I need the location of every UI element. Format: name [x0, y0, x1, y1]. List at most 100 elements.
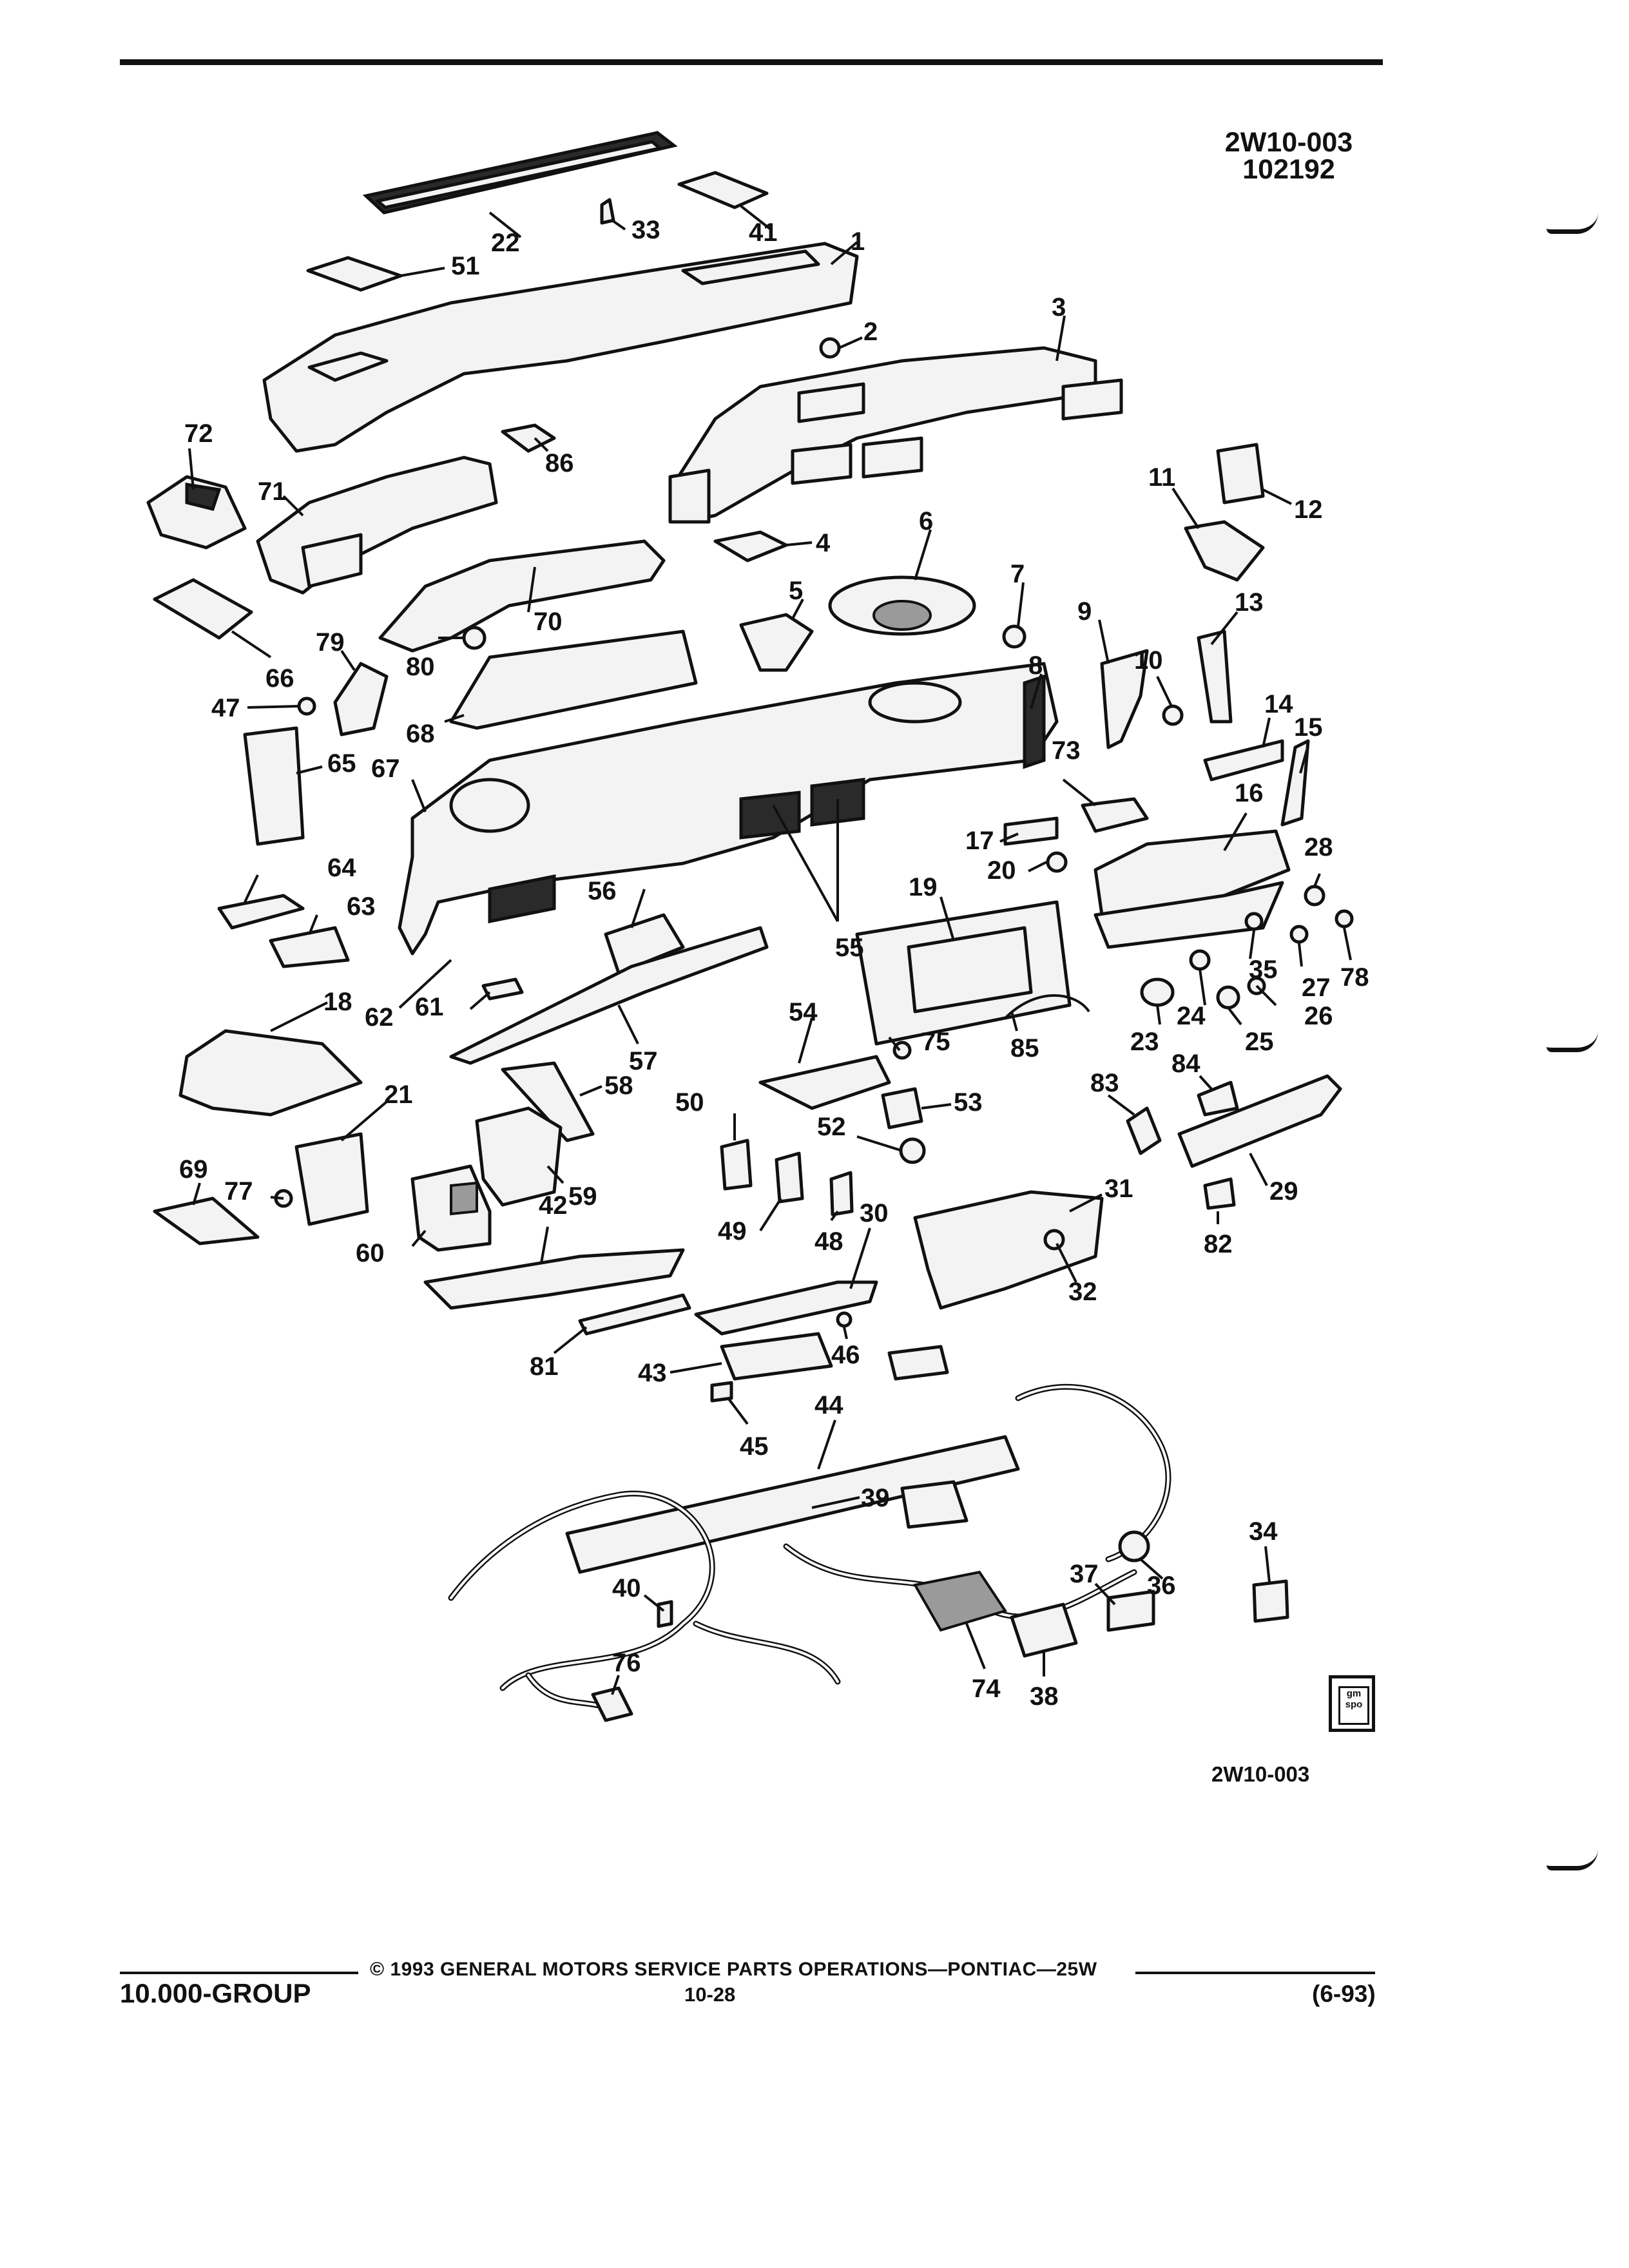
part-bumper-28	[1304, 885, 1325, 907]
callout-18: 18	[323, 988, 352, 1016]
callout-85: 85	[1010, 1034, 1039, 1062]
callout-68: 68	[406, 720, 435, 748]
callout-24: 24	[1177, 1002, 1206, 1030]
part-clip-40	[657, 1600, 673, 1628]
callout-59: 59	[568, 1182, 597, 1211]
leader-lines	[188, 205, 1352, 1695]
part-nut-27	[1289, 925, 1309, 944]
figure-code-block: 2W10-003 102192	[1199, 129, 1379, 185]
callout-26: 26	[1304, 1002, 1333, 1030]
callout-43: 43	[638, 1359, 667, 1387]
callout-57: 57	[629, 1047, 658, 1075]
callout-50: 50	[675, 1088, 704, 1117]
callout-82: 82	[1204, 1230, 1233, 1258]
part-bracket-65	[243, 726, 305, 846]
callout-58: 58	[604, 1072, 633, 1100]
part-switch-4	[713, 530, 788, 562]
callout-48: 48	[815, 1227, 843, 1256]
part-knob-23	[1140, 977, 1175, 1007]
callout-38: 38	[1030, 1682, 1059, 1711]
part-speaker-6	[828, 575, 976, 636]
footer-date: (6-93)	[1312, 1981, 1376, 2007]
part-tray-30	[694, 1280, 878, 1336]
part-bracket-66	[153, 578, 253, 640]
part-bracket-64	[217, 894, 305, 930]
callout-77: 77	[224, 1177, 253, 1206]
callout-3: 3	[1052, 293, 1066, 322]
callout-80: 80	[406, 653, 435, 681]
callout-39: 39	[861, 1484, 890, 1512]
callout-5: 5	[789, 577, 803, 605]
callout-52: 52	[817, 1113, 846, 1141]
part-module-38	[1010, 1602, 1078, 1658]
callout-29: 29	[1269, 1177, 1298, 1206]
callout-72: 72	[184, 419, 213, 448]
part-bulb-47	[297, 697, 316, 716]
callout-31: 31	[1104, 1175, 1133, 1203]
part-vent-72	[146, 475, 247, 550]
callout-81: 81	[530, 1352, 559, 1381]
part-bracket-9	[1100, 649, 1149, 749]
part-connector-37	[1106, 1590, 1155, 1632]
part-clip-33	[600, 198, 615, 225]
part-radio-bezel-19	[855, 900, 1072, 1046]
part-vent-72-top	[185, 483, 222, 511]
part-socket-49	[775, 1151, 804, 1204]
part-tray-42	[423, 1248, 685, 1310]
part-bracket-14	[1203, 739, 1284, 782]
part-speaker-cover-right	[677, 171, 769, 209]
part-rail-81	[578, 1293, 691, 1336]
part-screw-80	[462, 626, 487, 650]
gm-spo-logo: gm spo	[1329, 1675, 1375, 1732]
footer-group: 10.000-GROUP	[120, 1978, 311, 2008]
part-screw-35	[1244, 912, 1264, 931]
callout-4: 4	[816, 529, 831, 557]
part-clip-24	[1189, 949, 1211, 971]
callout-78: 78	[1340, 963, 1369, 992]
callout-33: 33	[631, 216, 660, 244]
part-module-43	[720, 1332, 833, 1381]
callout-7: 7	[1010, 560, 1025, 588]
part-bracket-18	[178, 1029, 363, 1117]
part-screw-20	[1046, 851, 1068, 873]
callout-45: 45	[740, 1432, 769, 1461]
callout-11: 11	[1148, 463, 1175, 492]
footer-rule-left	[120, 1972, 358, 1974]
callout-1: 1	[851, 227, 865, 256]
part-cluster-68	[449, 629, 698, 730]
callout-20: 20	[987, 856, 1016, 885]
callout-16: 16	[1235, 779, 1264, 807]
binding-mark-bottom	[1547, 1849, 1598, 1870]
binding-mark-middle	[1547, 1031, 1598, 1052]
callout-10: 10	[1134, 646, 1163, 675]
callout-35: 35	[1249, 956, 1278, 984]
figure-id-label: 2W10-003	[1211, 1762, 1310, 1786]
part-cluster-bezel	[378, 539, 666, 653]
part-switch-84	[1197, 1081, 1239, 1117]
callout-60: 60	[356, 1239, 385, 1267]
part-glove-door-29	[1177, 1074, 1342, 1168]
part-clip-61	[481, 977, 524, 1001]
part-glove-box-16	[1094, 829, 1291, 949]
part-upper-air-duct	[668, 346, 1123, 524]
date-code: 102192	[1242, 154, 1335, 185]
callout-55: 55	[835, 934, 864, 962]
callout-47: 47	[211, 694, 240, 722]
callout-84: 84	[1171, 1050, 1200, 1078]
callout-8: 8	[1028, 651, 1043, 680]
callout-44: 44	[815, 1391, 843, 1419]
part-screw-78	[1335, 909, 1354, 928]
part-lower-pad-57	[449, 926, 769, 1065]
callout-61: 61	[415, 993, 444, 1021]
callout-69: 69	[179, 1155, 208, 1184]
part-bracket-5	[739, 613, 814, 672]
part-module-59	[475, 1106, 563, 1207]
callout-73: 73	[1052, 736, 1081, 765]
callout-34: 34	[1249, 1517, 1278, 1546]
callout-71: 71	[258, 477, 287, 506]
callout-70: 70	[534, 608, 563, 636]
binding-mark-top	[1547, 213, 1598, 234]
callout-9: 9	[1077, 597, 1092, 626]
top-rule	[120, 59, 1383, 65]
part-lamp-25	[1216, 985, 1240, 1010]
